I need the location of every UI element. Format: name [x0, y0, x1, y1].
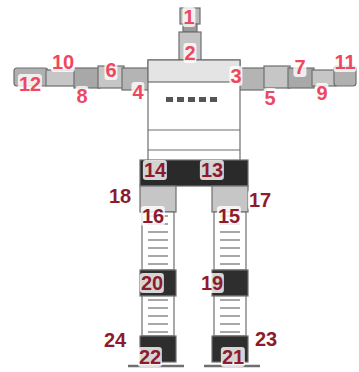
callout-number: 1	[182, 7, 195, 27]
right-shin	[214, 296, 246, 336]
leg-rung	[220, 239, 240, 241]
leg-rung	[220, 299, 240, 301]
callout-number: 13	[200, 160, 224, 180]
callout-number: 15	[217, 206, 241, 226]
left-elbow-bracket	[74, 68, 100, 88]
callout-number: 24	[103, 330, 127, 350]
torso-top	[148, 60, 240, 82]
callout-number: 17	[248, 190, 272, 210]
leg-rung	[220, 255, 240, 257]
callout-number: 21	[221, 347, 245, 367]
torso-led	[188, 97, 195, 102]
callout-number: 6	[104, 60, 117, 80]
hip-block	[140, 160, 248, 186]
torso-led	[199, 97, 206, 102]
callout-number: 10	[51, 52, 75, 72]
callout-number: 16	[141, 206, 165, 226]
leg-rung	[220, 323, 240, 325]
callout-number: 4	[131, 82, 144, 102]
leg-rung	[148, 247, 168, 249]
callout-number: 7	[293, 57, 306, 77]
callout-number: 11	[333, 52, 356, 72]
callout-number: 2	[183, 43, 196, 63]
callout-number: 14	[143, 160, 167, 180]
left-shin	[142, 296, 174, 336]
leg-rung	[148, 315, 168, 317]
left-knee	[140, 270, 176, 296]
callout-number: 22	[138, 347, 162, 367]
torso-line	[148, 129, 240, 130]
leg-rung	[148, 263, 168, 265]
leg-rung	[220, 231, 240, 233]
callout-number: 5	[263, 88, 276, 108]
leg-rung	[148, 239, 168, 241]
torso-led	[210, 97, 217, 102]
leg-rung	[220, 247, 240, 249]
leg-rung	[148, 307, 168, 309]
leg-rung	[148, 299, 168, 301]
callout-number: 3	[229, 66, 242, 86]
torso-led	[166, 97, 173, 102]
torso	[148, 60, 240, 166]
leg-rung	[148, 231, 168, 233]
leg-rung	[220, 331, 240, 333]
callout-number: 19	[200, 273, 224, 293]
callout-number: 18	[108, 186, 132, 206]
callout-number: 12	[18, 74, 42, 94]
torso-led	[177, 97, 184, 102]
callout-number: 23	[254, 329, 278, 349]
leg-rung	[148, 255, 168, 257]
leg-rung	[148, 331, 168, 333]
leg-rung	[220, 315, 240, 317]
callout-number: 9	[315, 83, 328, 103]
torso-line	[148, 149, 240, 150]
right-upper-arm-servo	[264, 66, 290, 88]
leg-rung	[148, 323, 168, 325]
callout-number: 20	[140, 273, 164, 293]
callout-number: 8	[75, 86, 88, 106]
left-forearm-servo	[46, 70, 76, 86]
leg-rung	[220, 307, 240, 309]
leg-rung	[220, 263, 240, 265]
